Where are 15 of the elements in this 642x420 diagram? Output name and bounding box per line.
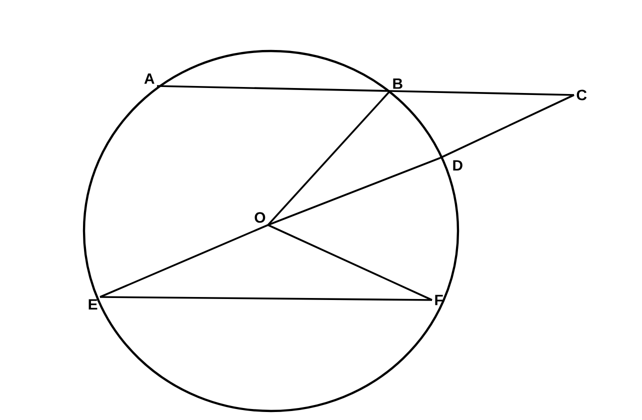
- point-label: A: [144, 73, 154, 84]
- line-segment: [267, 90, 391, 226]
- line-segment: [100, 296, 432, 301]
- point-label: B: [393, 78, 402, 89]
- line-segment: [268, 224, 432, 301]
- point-label: D: [453, 160, 462, 171]
- line-segment: [390, 90, 574, 96]
- line-segment: [268, 157, 440, 226]
- line-segment: [156, 85, 390, 92]
- point-label: F: [435, 294, 443, 306]
- line-segment: [100, 224, 268, 298]
- point-label: E: [88, 299, 98, 310]
- line-segment: [440, 94, 574, 159]
- point-label: C: [576, 90, 587, 100]
- point-label: O: [254, 212, 266, 223]
